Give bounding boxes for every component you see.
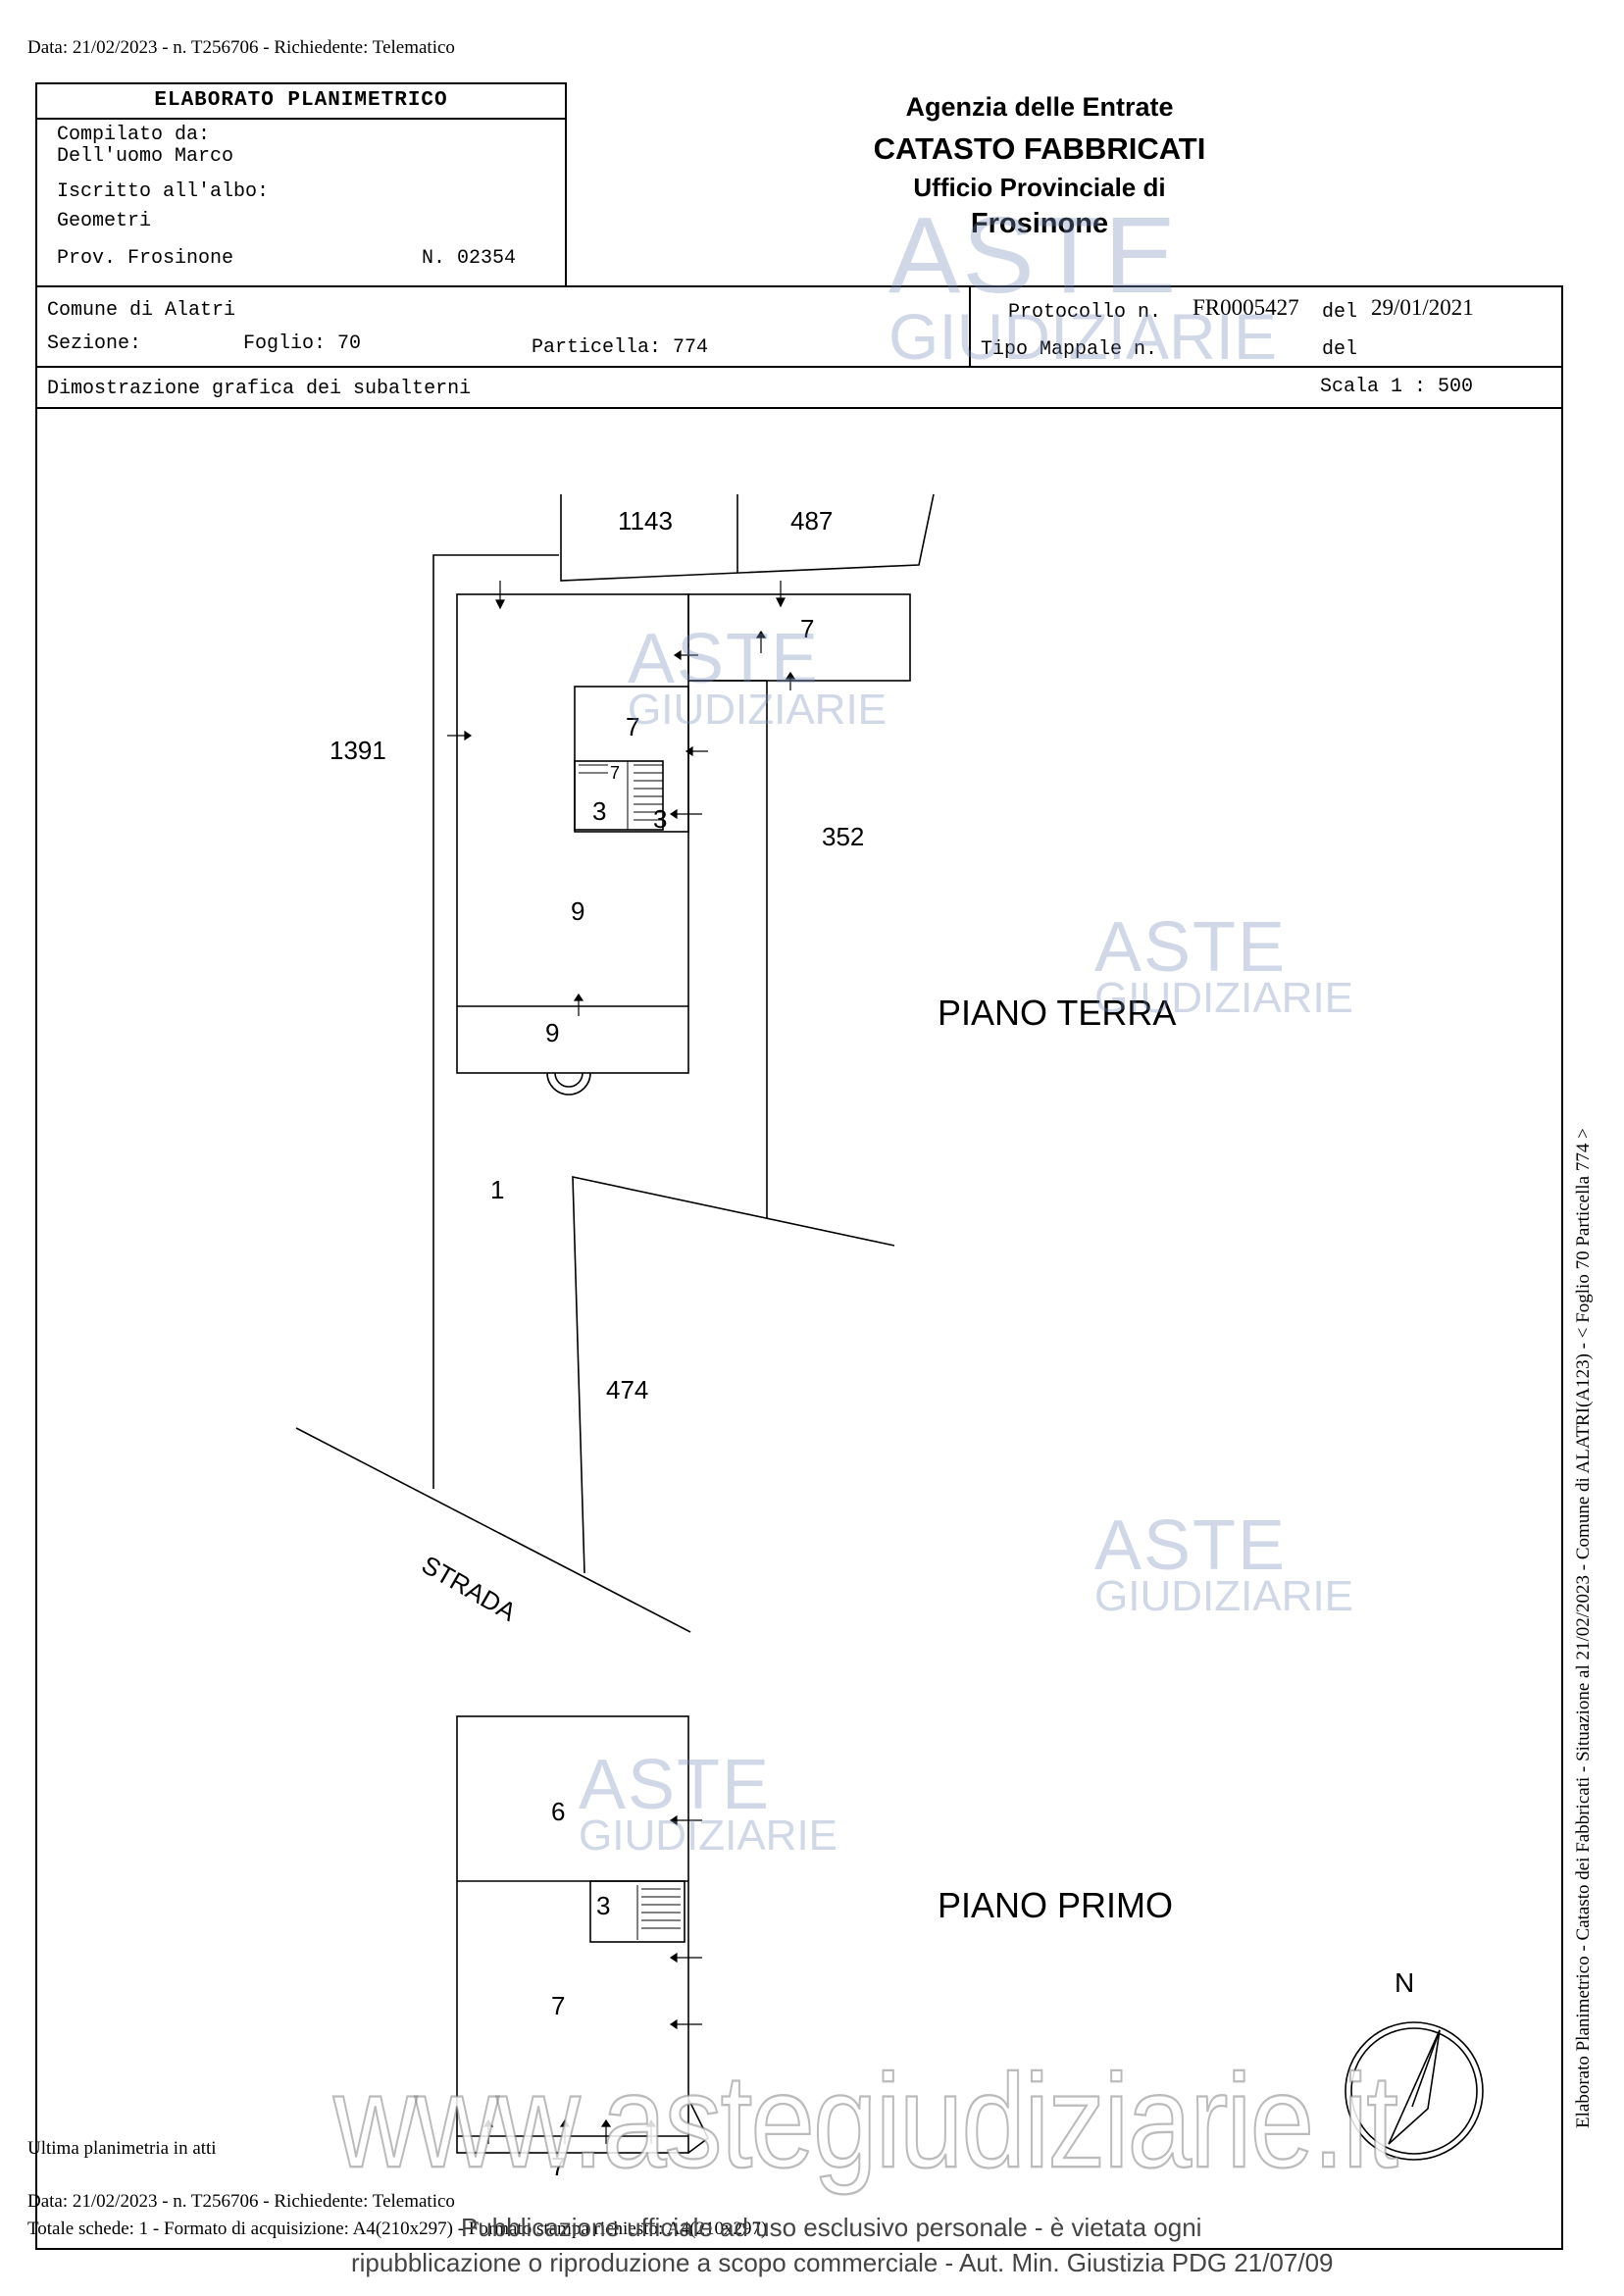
particella: Particella: 774 (532, 336, 709, 359)
agency-name: Agenzia delle Entrate (905, 92, 1174, 122)
subalterno-label: 7 (610, 763, 621, 783)
del-label-2: del (1322, 338, 1358, 361)
catasto-title: CATASTO FABBRICATI (873, 131, 1206, 166)
parcel-number: 474 (606, 1375, 649, 1404)
parcel-number: 1143 (618, 506, 673, 536)
subalterno-label: 3 (592, 796, 607, 826)
header-compiler-box: ELABORATO PLANIMETRICO Compilato da: Del… (35, 82, 567, 287)
watermark-brand: ASTE GIUDIZIARIE (888, 195, 1278, 373)
registration-number: N. 02354 (422, 247, 517, 270)
subalterno-label: 7 (551, 2152, 566, 2181)
foglio: Foglio: 70 (243, 332, 362, 355)
road-line (295, 1427, 691, 1633)
subalterno-label: 7 (800, 614, 815, 643)
compass-rose (1345, 2021, 1484, 2161)
comune: Comune di Alatri (47, 299, 236, 322)
scale: Scala 1 : 500 (1320, 376, 1474, 398)
subalterno-label: 3 (596, 1891, 611, 1920)
registered-value: Geometri (57, 210, 152, 232)
protocollo-value: FR0005427 (1193, 295, 1299, 320)
first-floor-building (456, 1715, 689, 2154)
parcel-474-boundary (572, 1176, 895, 1574)
compiled-label: Compilato da: (57, 124, 211, 146)
parcel-number: 352 (822, 822, 865, 851)
subalterno-label: 7 (551, 1991, 566, 2020)
subalterno-label: 9 (571, 896, 585, 926)
stair-block (574, 686, 689, 833)
subalterno-label: 9 (545, 1018, 560, 1047)
north-label: N (1395, 1967, 1415, 1998)
subalterno-label: 7 (626, 712, 640, 741)
compiled-name: Dell'uomo Marco (57, 145, 234, 168)
protocollo-label: Protocollo n. (1008, 301, 1162, 324)
watermark-brand: ASTE GIUDIZIARIE (579, 1746, 838, 1860)
province: Prov. Frosinone (57, 247, 234, 270)
tipo-mappale-label: Tipo Mappale n. (981, 338, 1158, 361)
top-parcels-outline (560, 493, 935, 582)
subalterno-label: 6 (551, 1797, 566, 1826)
plan-frame: Comune di Alatri Sezione: Foglio: 70 Par… (35, 285, 1563, 2250)
registered-label: Iscritto all'albo: (57, 180, 270, 203)
watermark-brand: ASTE GIUDIZIARIE (1094, 908, 1354, 1022)
parcel-number: 487 (790, 506, 834, 536)
document-title: ELABORATO PLANIMETRICO (37, 84, 565, 120)
footer-data-line: Data: 21/02/2023 - n. T256706 - Richiede… (27, 2191, 455, 2212)
subalterno-label: 3 (653, 804, 668, 834)
watermark-brand: ASTE GIUDIZIARIE (1094, 1506, 1354, 1620)
piano-terra-label: PIANO TERRA (938, 993, 1177, 1033)
watermark-url: www.astegiudiziarie.it (332, 2046, 1399, 2197)
watermark-brand: ASTE GIUDIZIARIE (628, 620, 888, 734)
piano-primo-label: PIANO PRIMO (938, 1885, 1174, 1925)
publication-notice-line1: Pubblicazione ufficiale ad uso esclusivo… (461, 2213, 1202, 2242)
top-info-line: Data: 21/02/2023 - n. T256706 - Richiede… (27, 37, 455, 58)
del-label: del (1322, 301, 1358, 324)
ground-floor-building (456, 593, 689, 1074)
office-label: Ufficio Provinciale di (913, 173, 1166, 202)
side-situation-text: Elaborato Planimetrico - Catasto dei Fab… (1573, 1128, 1594, 2128)
parcel-number: 1391 (330, 736, 386, 765)
left-parcel-boundary (432, 554, 559, 1489)
publication-notice-line2: ripubblicazione o riproduzione a scopo c… (351, 2248, 1334, 2277)
description: Dimostrazione grafica dei subalterni (47, 378, 472, 400)
last-plan-note: Ultima planimetria in atti (27, 2138, 217, 2159)
subalterno-label: 1 (490, 1175, 505, 1204)
office-city: Frosinone (970, 208, 1109, 239)
sezione-label: Sezione: (47, 332, 142, 355)
protocollo-date: 29/01/2021 (1371, 295, 1474, 320)
footer-totale-line: Totale schede: 1 - Formato di acquisizio… (27, 2219, 768, 2239)
